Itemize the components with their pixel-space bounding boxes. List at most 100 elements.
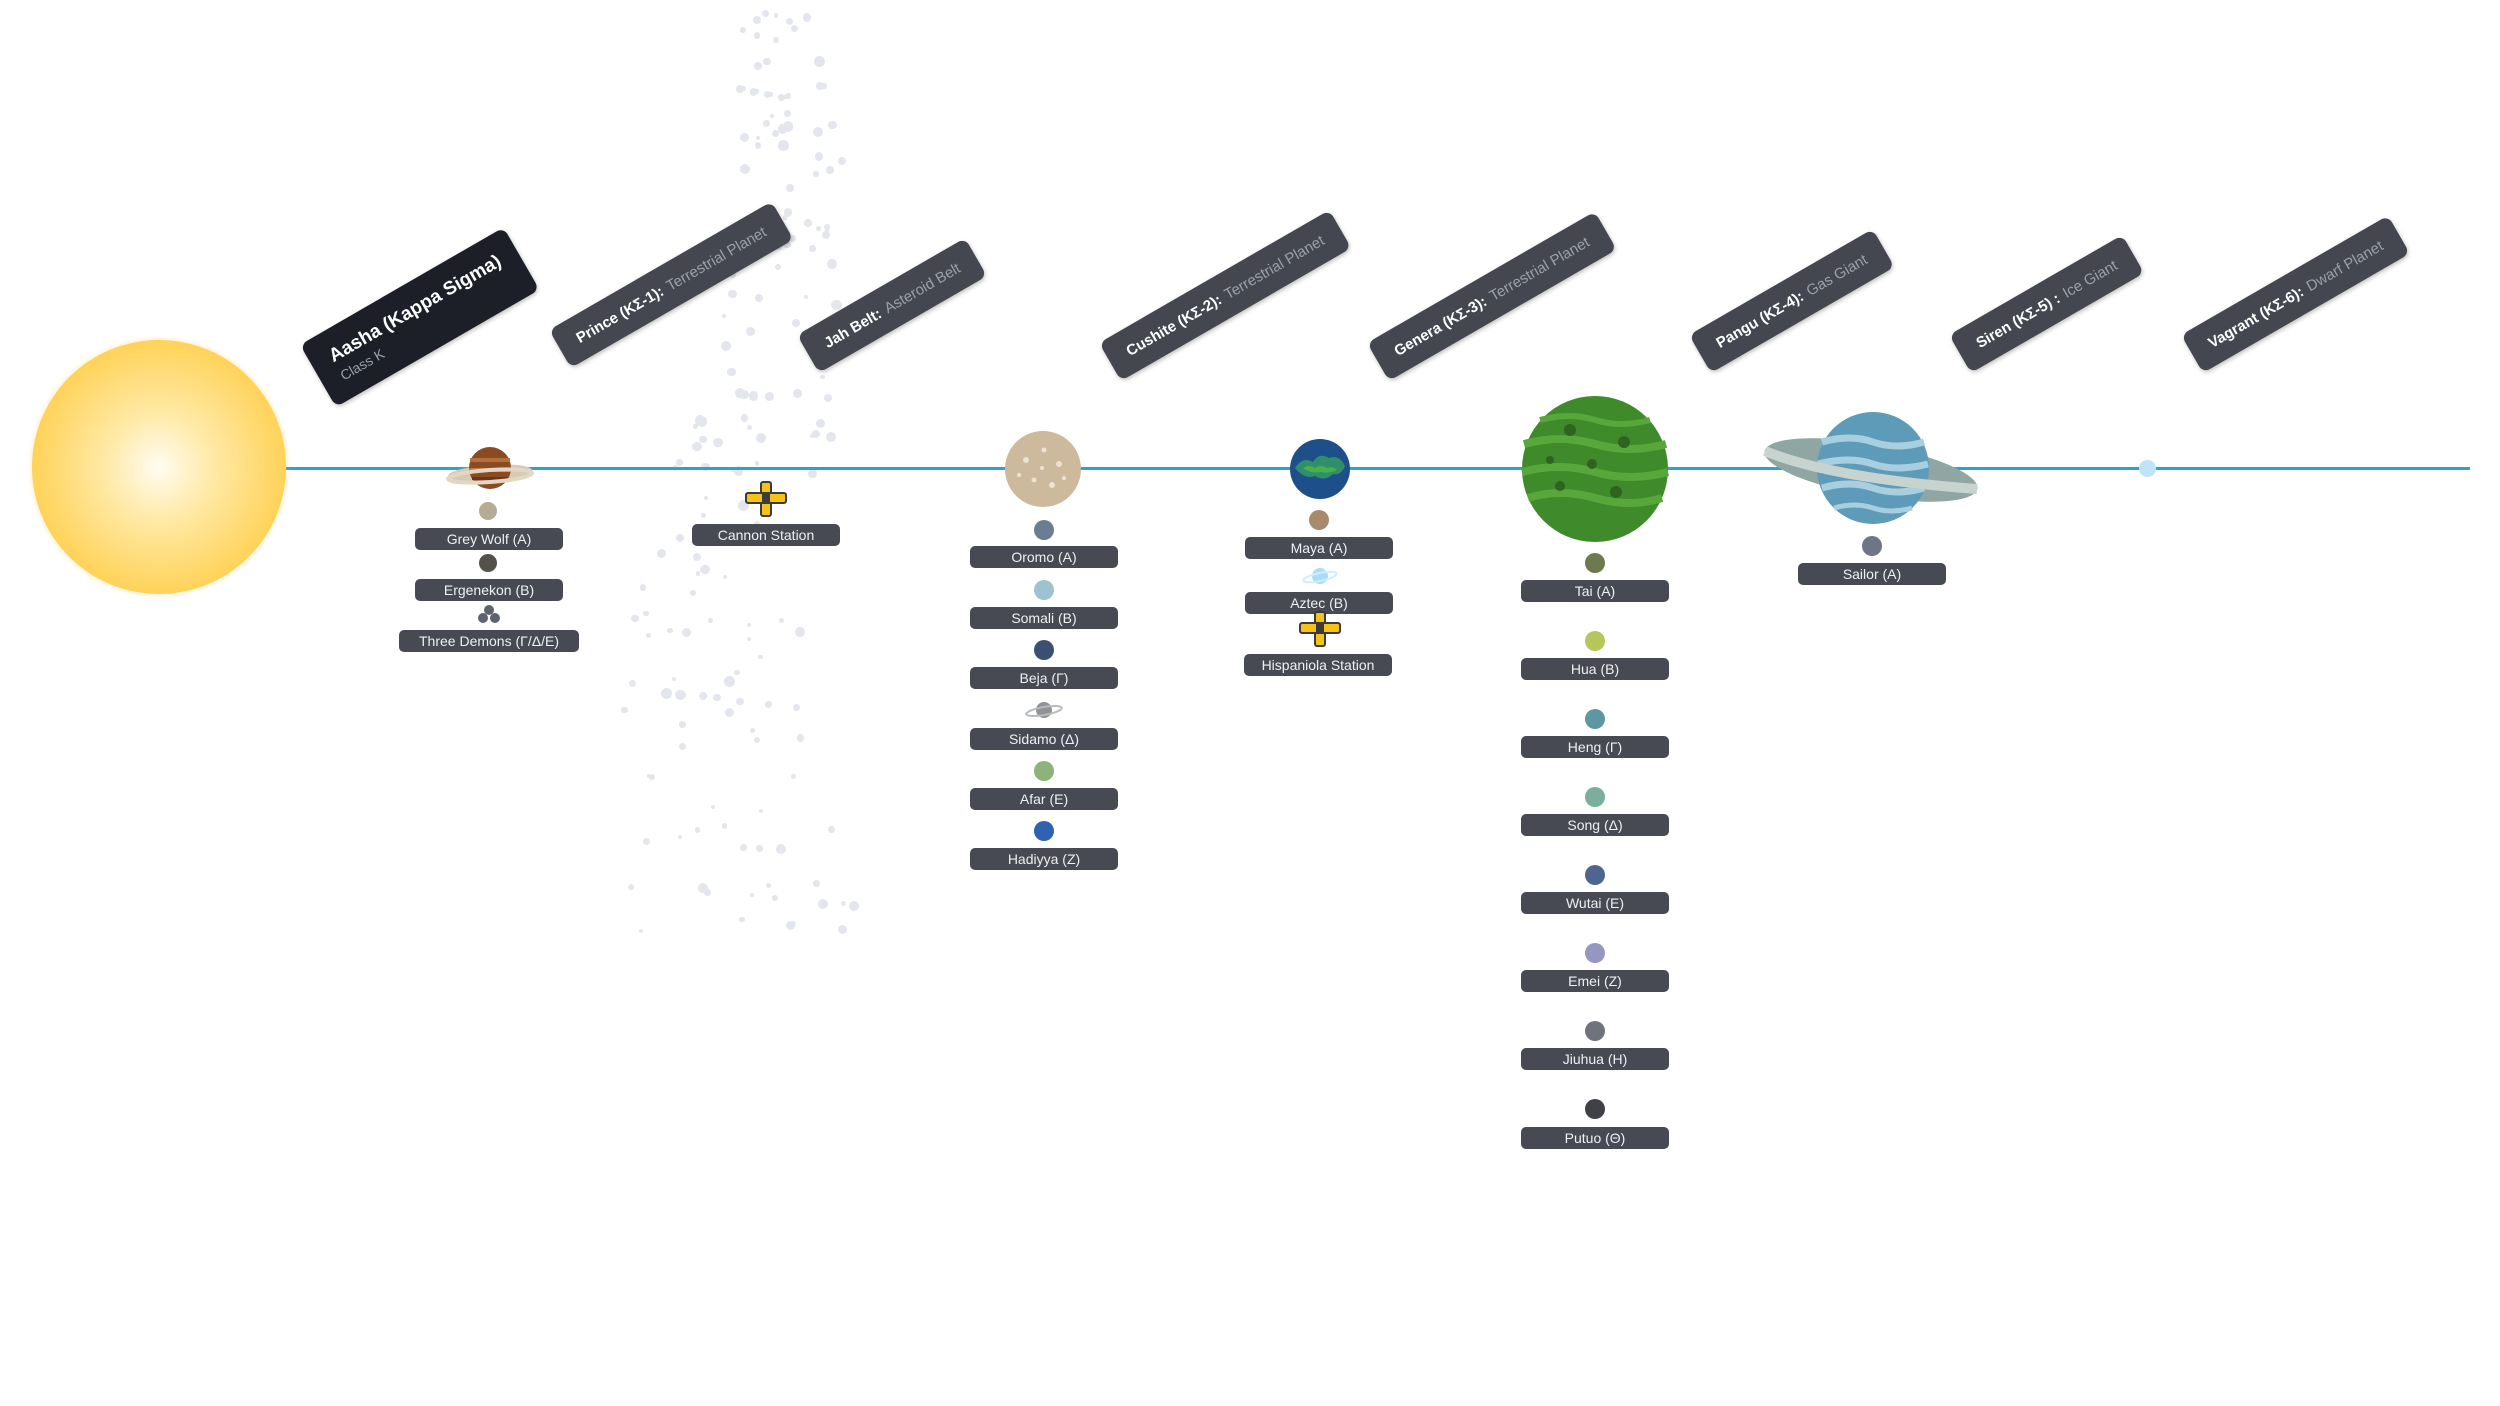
- asteroid-particle: [692, 442, 702, 452]
- asteroid-particle: [849, 901, 859, 911]
- asteroid-particle: [756, 433, 766, 443]
- asteroid-particle: [793, 704, 800, 711]
- asteroid-particle: [778, 140, 789, 151]
- asteroid-particle: [770, 114, 775, 119]
- moon-heng: [1585, 709, 1605, 729]
- asteroid-particle: [741, 414, 749, 422]
- asteroid-particle: [643, 611, 649, 617]
- asteroid-particle: [695, 827, 701, 833]
- asteroid-particle: [640, 584, 647, 591]
- moon-song: [1585, 787, 1605, 807]
- moon-label: Hispaniola Station: [1244, 654, 1392, 676]
- moon-ergenekon: [479, 554, 497, 572]
- asteroid-particle: [631, 615, 639, 623]
- body-type: Gas Giant: [1803, 251, 1870, 299]
- asteroid-particle: [679, 721, 686, 728]
- asteroid-particle: [690, 590, 696, 596]
- asteroid-particle: [727, 368, 736, 377]
- asteroid-particle: [824, 224, 830, 230]
- asteroid-particle: [693, 553, 701, 561]
- asteroid-particle: [826, 432, 836, 442]
- asteroid-particle: [813, 127, 823, 137]
- body-name: Genera (ΚΣ-3):: [1391, 293, 1490, 360]
- satellite-station-icon: [744, 480, 788, 518]
- planet-prince: [444, 442, 536, 494]
- asteroid-particle: [739, 917, 745, 923]
- asteroid-particle: [695, 415, 706, 426]
- asteroid-particle: [772, 130, 780, 138]
- asteroid-particle: [816, 226, 821, 231]
- asteroid-particle: [740, 844, 747, 851]
- asteroid-particle: [629, 680, 636, 687]
- asteroid-particle: [628, 884, 634, 890]
- planet-vagrant: [2139, 460, 2156, 477]
- body-type: Dwarf Planet: [2303, 237, 2386, 295]
- asteroid-particle: [754, 32, 761, 39]
- asteroid-particle: [700, 565, 709, 574]
- moon-label: Grey Wolf (Α): [415, 528, 563, 550]
- asteroid-particle: [741, 86, 746, 91]
- asteroid-particle: [734, 670, 740, 676]
- body-type: Terrestrial Planet: [663, 223, 769, 294]
- asteroid-particle: [762, 10, 769, 17]
- asteroid-particle: [769, 92, 774, 97]
- asteroid-particle: [778, 124, 788, 134]
- moon-oromo: [1034, 520, 1054, 540]
- asteroid-particle: [821, 83, 827, 89]
- asteroid-particle: [740, 133, 749, 142]
- asteroid-particle: [818, 899, 829, 910]
- body-type: Terrestrial Planet: [1486, 233, 1592, 304]
- asteroid-particle: [809, 245, 816, 252]
- asteroid-particle: [793, 389, 802, 398]
- asteroid-particle: [723, 575, 727, 579]
- moon-cluster-icon: [478, 604, 500, 624]
- asteroid-particle: [822, 231, 830, 239]
- asteroid-particle: [776, 844, 786, 854]
- asteroid-particle: [816, 419, 825, 428]
- asteroid-particle: [701, 513, 706, 518]
- star-tag: Aasha (Kappa Sigma) Class K: [300, 227, 540, 407]
- moon-beja: [1034, 640, 1054, 660]
- moon-somali: [1034, 580, 1054, 600]
- asteroid-particle: [639, 929, 643, 933]
- moon-emei: [1585, 943, 1605, 963]
- asteroid-particle: [772, 895, 778, 901]
- asteroid-particle: [749, 391, 759, 401]
- moon-aztec-ringed: [1300, 564, 1340, 588]
- asteroid-particle: [747, 425, 753, 431]
- asteroid-particle: [765, 392, 774, 401]
- moon-grey-wolf: [479, 502, 497, 520]
- asteroid-particle: [763, 58, 770, 65]
- asteroid-particle: [815, 152, 824, 161]
- asteroid-particle: [728, 290, 736, 298]
- asteroid-particle: [795, 627, 805, 637]
- moon-label: Tai (Α): [1521, 580, 1669, 602]
- body-name: Siren (ΚΣ-5) :: [1973, 290, 2063, 352]
- asteroid-particle: [725, 708, 734, 717]
- moon-sidamo-ringed: [1024, 698, 1064, 722]
- asteroid-particle: [803, 13, 811, 21]
- asteroid-particle: [675, 690, 686, 701]
- asteroid-particle: [813, 171, 819, 177]
- star-name: Aasha (Kappa Sigma): [325, 251, 505, 368]
- moon-label: Sailor (Α): [1798, 563, 1946, 585]
- body-type: Terrestrial Planet: [1221, 232, 1327, 303]
- asteroid-particle: [783, 215, 787, 219]
- asteroid-particle: [676, 534, 684, 542]
- asteroid-particle: [754, 737, 760, 743]
- asteroid-particle: [736, 698, 744, 706]
- asteroid-particle: [828, 826, 835, 833]
- asteroid-particle: [755, 142, 761, 148]
- moon-label: Hadiyya (Ζ): [970, 848, 1118, 870]
- moon-label: Jiuhua (Η): [1521, 1048, 1669, 1070]
- asteroid-particle: [774, 13, 779, 18]
- asteroid-particle: [826, 166, 834, 174]
- asteroid-particle: [754, 62, 762, 70]
- asteroid-particle: [784, 110, 791, 117]
- moon-label: Wutai (Ε): [1521, 892, 1669, 914]
- asteroid-particle: [722, 314, 726, 318]
- moon-label: Emei (Ζ): [1521, 970, 1669, 992]
- body-name: Vagrant (ΚΣ-6):: [2205, 283, 2306, 351]
- planet-cushite: [1004, 430, 1082, 508]
- asteroid-particle: [755, 461, 760, 466]
